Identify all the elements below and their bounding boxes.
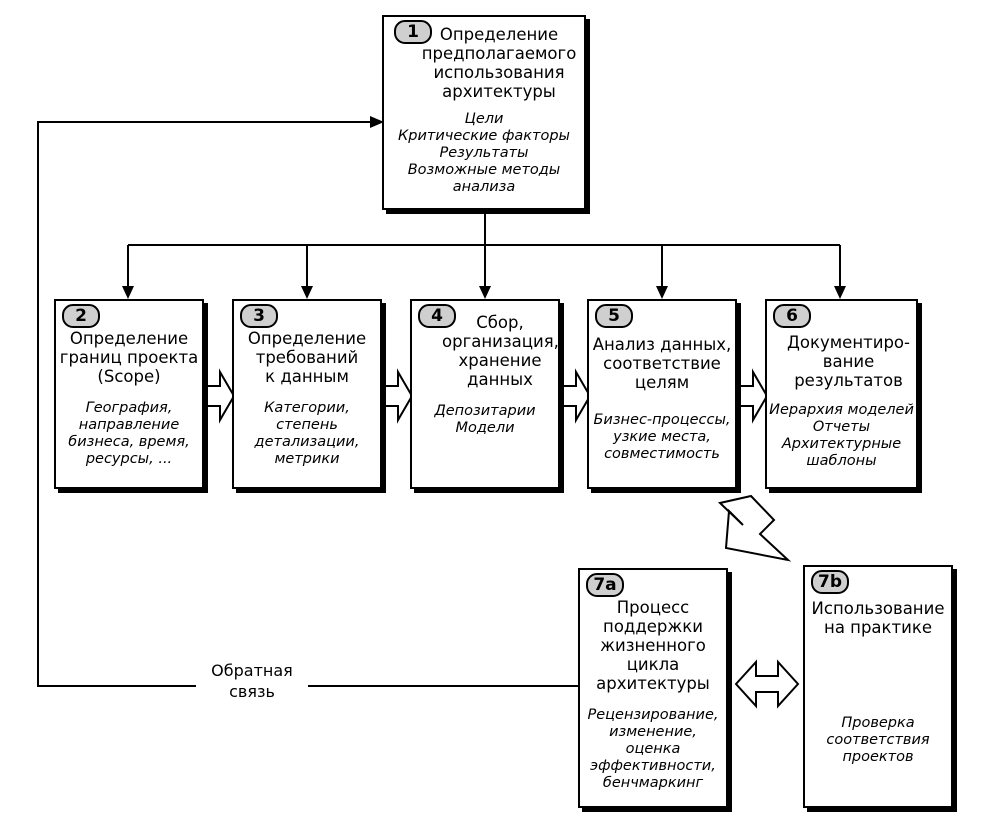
step-6-box: 6 Документиро- вание результатов Иерархи… bbox=[765, 299, 918, 489]
step-5-number-badge: 5 bbox=[595, 304, 633, 328]
step-1-box: 1 Определение предполагаемого использова… bbox=[382, 15, 586, 210]
step-4-box: 4 Сбор, организация, хранение данных Деп… bbox=[410, 299, 560, 489]
step-7b-title: Использование на практике bbox=[811, 599, 945, 637]
step-7a-number-badge: 7a bbox=[586, 573, 624, 597]
arrowhead-drop-2 bbox=[122, 286, 134, 299]
step-2-box: 2 Определение границ проекта (Scope) Гео… bbox=[54, 299, 204, 489]
step-2-title: Определение границ проекта (Scope) bbox=[59, 329, 199, 386]
step-5-title: Анализ данных, соответствие целям bbox=[592, 335, 732, 392]
step-1-title: Определение предполагаемого использовани… bbox=[421, 25, 577, 101]
arrowhead-drop-5 bbox=[656, 286, 668, 299]
step-7b-box: 7b Использование на практике Проверка со… bbox=[803, 565, 953, 808]
block-arrow-2-3 bbox=[204, 368, 236, 424]
arrowhead-drop-6 bbox=[834, 286, 846, 299]
step-3-number-badge: 3 bbox=[240, 304, 278, 328]
block-arrow-5-6 bbox=[737, 368, 769, 424]
step-7b-number-badge: 7b bbox=[811, 570, 849, 594]
step-2-number-badge: 2 bbox=[62, 304, 100, 328]
feedback-label: Обратная связь bbox=[196, 660, 308, 702]
step-1-number-badge: 1 bbox=[394, 20, 432, 44]
arrowhead-drop-4 bbox=[479, 286, 491, 299]
step-3-title: Определение требований к данным bbox=[247, 329, 367, 386]
step-6-items: Иерархия моделей Отчеты Архитектурные ша… bbox=[769, 402, 914, 469]
arrowhead-drop-3 bbox=[301, 286, 313, 299]
step-4-items: Депозитарии Модели bbox=[434, 403, 536, 436]
block-arrow-4-5 bbox=[560, 368, 592, 424]
block-arrow-down bbox=[717, 494, 792, 562]
step-2-items: География, направление бизнеса, время, р… bbox=[68, 400, 190, 467]
block-arrow-3-4 bbox=[382, 368, 414, 424]
step-5-items: Бизнес-процессы, узкие места, совместимо… bbox=[593, 412, 731, 462]
step-7a-title: Процесс поддержки жизненного цикла архит… bbox=[596, 598, 710, 693]
step-3-items: Категории, степень детализации, метрики bbox=[254, 400, 360, 467]
step-7b-items: Проверка соответствия проектов bbox=[826, 715, 930, 765]
step-1-items: Цели Критические факторы Результаты Возм… bbox=[398, 111, 570, 195]
step-7a-box: 7a Процесс поддержки жизненного цикла ар… bbox=[578, 568, 728, 808]
arrowhead-feedback bbox=[370, 116, 384, 128]
step-6-title: Документиро- вание результатов bbox=[787, 333, 910, 390]
step-3-box: 3 Определение требований к данным Катего… bbox=[232, 299, 382, 489]
double-arrow-7a-7b bbox=[734, 659, 800, 709]
step-7a-items: Рецензирование, изменение, оценка эффект… bbox=[587, 707, 719, 791]
feedback-loop-line bbox=[37, 121, 578, 687]
step-4-title: Сбор, организация, хранение данных bbox=[442, 313, 559, 389]
step-6-number-badge: 6 bbox=[773, 304, 811, 328]
step-4-number-badge: 4 bbox=[418, 304, 456, 328]
step-5-box: 5 Анализ данных, соответствие целям Бизн… bbox=[587, 299, 737, 489]
